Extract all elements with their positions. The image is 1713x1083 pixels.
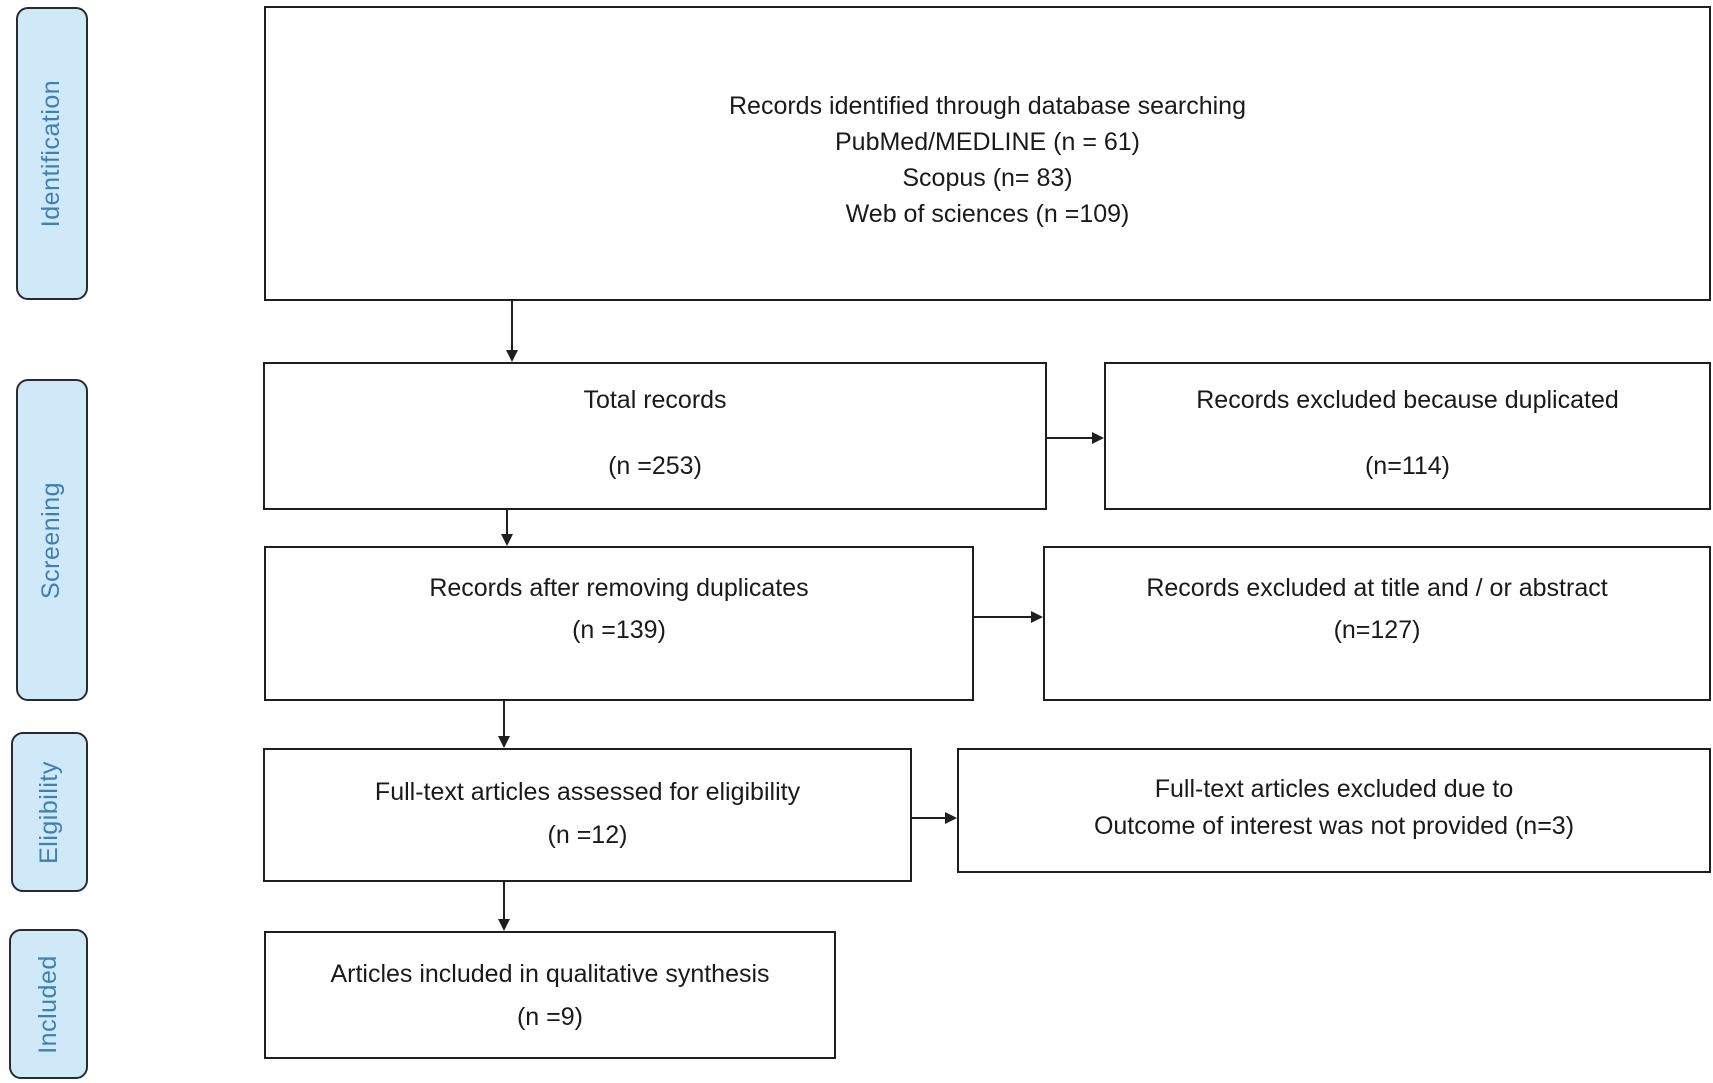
fulltext-excluded-reason: Outcome of interest was not provided (n=… [1093, 812, 1575, 840]
web-of-sciences-count: Web of sciences (n =109) [845, 200, 1130, 228]
fulltext-assessed-count: (n =12) [547, 821, 628, 849]
stage-label-included-text: Included [34, 954, 62, 1054]
stage-label-identification: Identification [16, 7, 88, 300]
records-identified-box: Records identified through database sear… [264, 6, 1711, 301]
stage-label-included: Included [9, 929, 88, 1079]
stage-label-eligibility: Eligibility [11, 732, 88, 892]
total-records-title: Total records [583, 386, 727, 414]
title-abstract-excluded-title: Records excluded at title and / or abstr… [1146, 574, 1608, 602]
stage-label-screening-text: Screening [37, 481, 66, 599]
total-records-box: Total records (n =253) [263, 362, 1047, 510]
stage-label-identification-text: Identification [37, 79, 66, 228]
records-identified-title: Records identified through database sear… [728, 92, 1246, 120]
title-abstract-excluded-count: (n=127) [1333, 616, 1421, 644]
fulltext-excluded-box: Full-text articles excluded due to Outco… [957, 748, 1711, 873]
total-records-count: (n =253) [608, 452, 702, 480]
included-box: Articles included in qualitative synthes… [264, 931, 836, 1059]
stage-label-screening: Screening [16, 379, 88, 701]
pubmed-count: PubMed/MEDLINE (n = 61) [835, 128, 1140, 156]
duplicates-excluded-box: Records excluded because duplicated (n=1… [1104, 362, 1711, 510]
after-duplicates-box: Records after removing duplicates (n =13… [264, 546, 974, 701]
included-title: Articles included in qualitative synthes… [330, 960, 770, 988]
duplicates-excluded-count: (n=114) [1364, 452, 1450, 480]
duplicates-excluded-title: Records excluded because duplicated [1196, 386, 1619, 414]
scopus-count: Scopus (n= 83) [902, 164, 1073, 192]
after-duplicates-title: Records after removing duplicates [429, 574, 809, 602]
fulltext-assessed-title: Full-text articles assessed for eligibil… [374, 778, 801, 806]
after-duplicates-count: (n =139) [572, 616, 666, 644]
included-count: (n =9) [516, 1003, 583, 1031]
fulltext-assessed-box: Full-text articles assessed for eligibil… [263, 748, 912, 882]
stage-label-eligibility-text: Eligibility [35, 760, 64, 864]
title-abstract-excluded-box: Records excluded at title and / or abstr… [1043, 546, 1711, 701]
fulltext-excluded-title: Full-text articles excluded due to [1154, 775, 1514, 803]
